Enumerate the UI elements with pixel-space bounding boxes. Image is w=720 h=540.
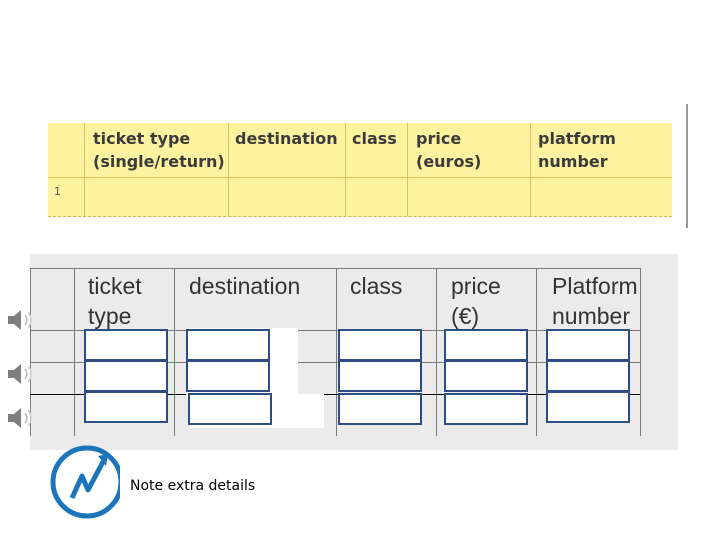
header-ticket-type: ticket type (single/return): [93, 129, 225, 171]
answer-ticket-table: ticket type destination class price (€) …: [30, 254, 678, 450]
answer-box-destination-row3[interactable]: [188, 393, 272, 425]
answer-box-ticket-type-row1[interactable]: [84, 329, 168, 361]
header-platform-number: Platform number: [552, 273, 638, 329]
answer-box-price-row1[interactable]: [444, 329, 528, 361]
speaker-icon[interactable]: [6, 362, 36, 386]
speaker-icon[interactable]: [6, 406, 36, 430]
trend-arrow-logo-icon: [50, 445, 120, 519]
answer-box-destination-row2[interactable]: [186, 360, 270, 392]
header-class: class: [350, 273, 403, 299]
header-platform-number: platform number: [538, 129, 616, 171]
answer-box-ticket-type-row2[interactable]: [84, 360, 168, 392]
answer-box-price-row2[interactable]: [444, 360, 528, 392]
header-price: price (€): [451, 273, 501, 329]
answer-box-class-row1[interactable]: [338, 329, 422, 361]
header-destination: destination: [189, 273, 301, 299]
divider: [686, 104, 688, 228]
header-price: price (euros): [416, 129, 482, 171]
header-ticket-type: ticket type: [88, 273, 142, 329]
answer-box-price-row3[interactable]: [444, 393, 528, 425]
answer-box-platform-row3[interactable]: [546, 391, 630, 423]
answer-box-platform-row1[interactable]: [546, 329, 630, 361]
header-class: class: [352, 129, 397, 148]
answer-box-destination-row1[interactable]: [186, 329, 270, 361]
answer-box-class-row2[interactable]: [338, 360, 422, 392]
row-number: 1: [54, 185, 61, 198]
answer-box-ticket-type-row3[interactable]: [84, 391, 168, 423]
answer-box-platform-row2[interactable]: [546, 360, 630, 392]
reference-ticket-table: ticket type (single/return) destination …: [48, 123, 672, 217]
answer-box-class-row3[interactable]: [338, 393, 422, 425]
speaker-icon[interactable]: [6, 308, 36, 332]
header-destination: destination: [235, 129, 338, 148]
note-text: Note extra details: [130, 478, 256, 494]
